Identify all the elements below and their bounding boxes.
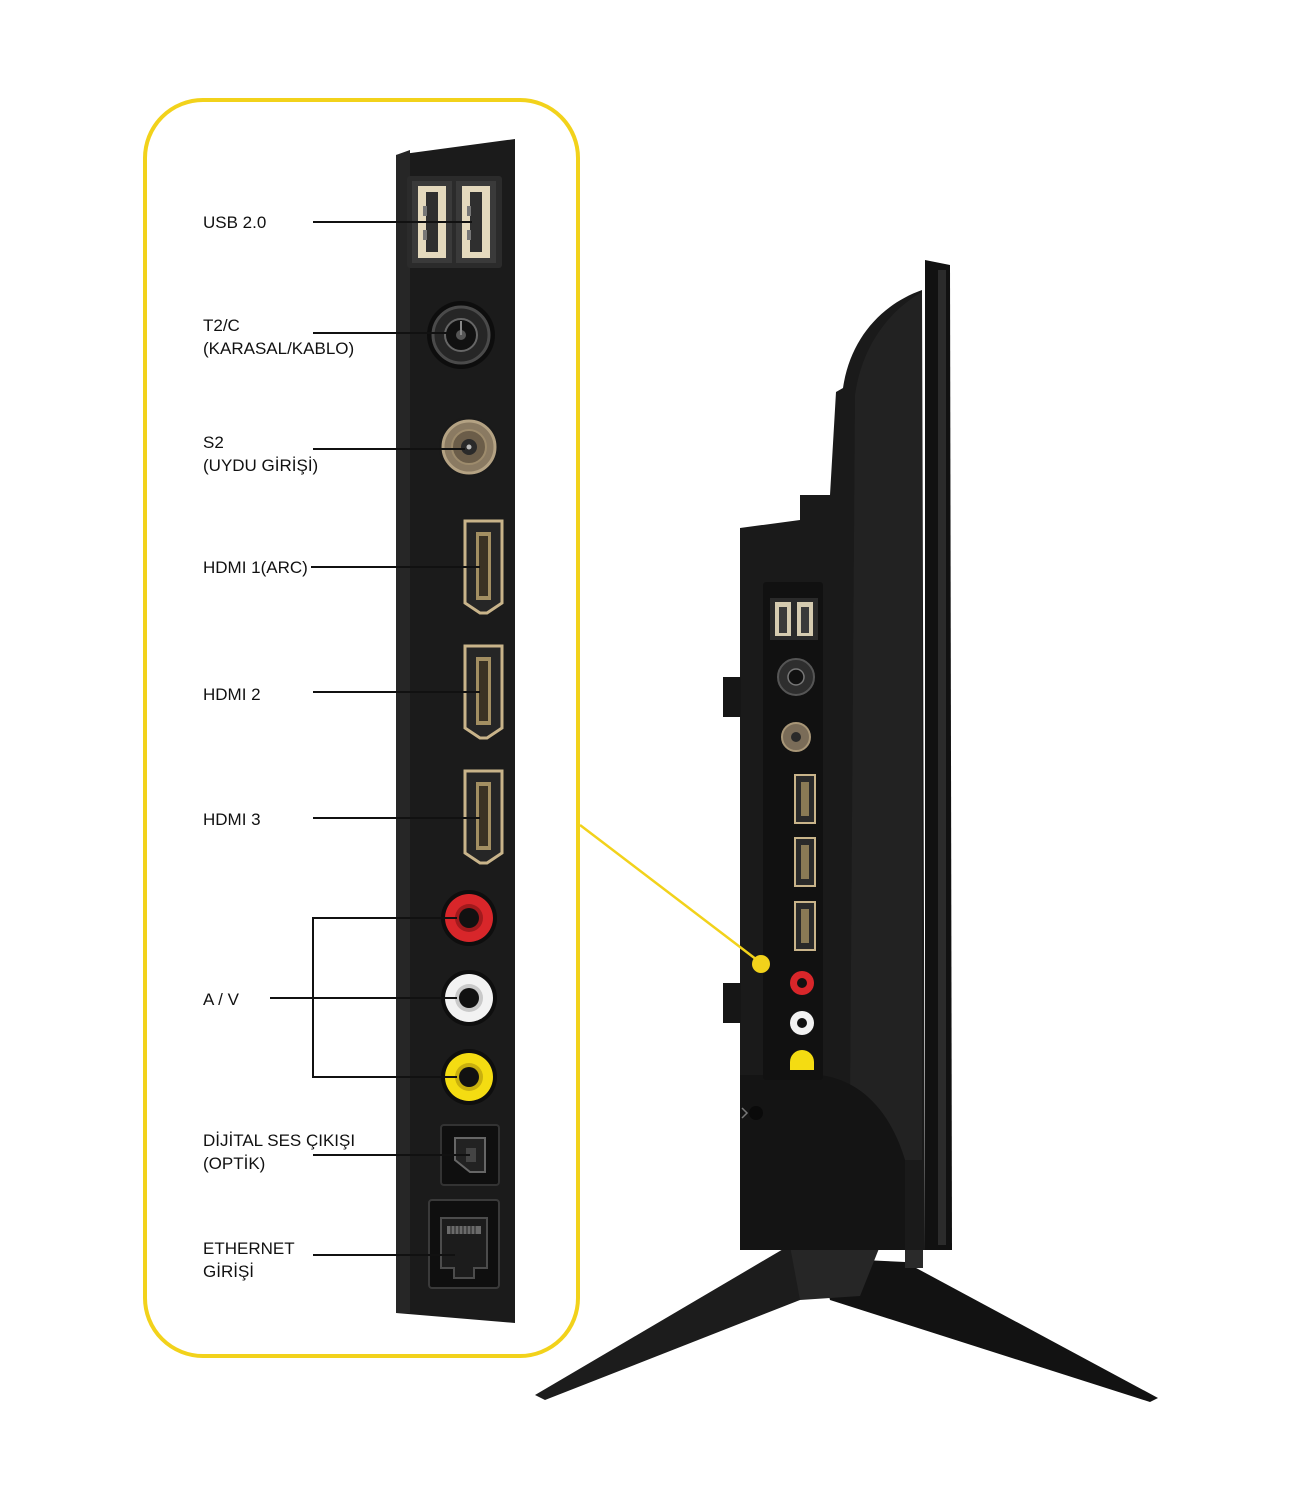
rca-jack-icon xyxy=(441,970,497,1026)
label-t2c: T2/C (KARASAL/KABLO) xyxy=(203,316,355,358)
label-hdmi2: HDMI 2 xyxy=(203,685,261,704)
small-usb-icon xyxy=(770,598,818,640)
rca-jack-icon xyxy=(441,1049,497,1105)
rj45-ethernet-port-icon xyxy=(428,1199,500,1289)
satellite-f-connector-icon xyxy=(439,417,499,477)
leader-lines xyxy=(270,221,480,1256)
label-s2: S2 (UYDU GİRİŞİ) xyxy=(203,433,319,475)
callout-frame xyxy=(143,98,580,1358)
label-optical: DİJİTAL SES ÇIKIŞI (OPTİK) xyxy=(203,1131,356,1173)
small-coax-icon xyxy=(777,658,815,696)
label-hdmi1: HDMI 1(ARC) xyxy=(203,558,308,577)
coax-antenna-port-icon xyxy=(427,301,495,369)
tv-back-shell xyxy=(723,290,925,1250)
callout-pointer xyxy=(579,824,770,973)
label-hdmi3: HDMI 3 xyxy=(203,810,261,829)
small-rca-icons xyxy=(790,971,814,1070)
label-ethernet: ETHERNET GİRİŞİ xyxy=(203,1239,295,1281)
hdmi-port-icon xyxy=(463,519,504,615)
hdmi-port-icon xyxy=(463,644,504,740)
label-av: A / V xyxy=(203,990,239,1009)
tv-port-panel xyxy=(763,582,823,1080)
hdmi-port-icon xyxy=(463,769,504,865)
tv-screen-edge xyxy=(925,260,952,1250)
label-usb: USB 2.0 xyxy=(203,213,267,232)
small-hdmi-icons xyxy=(794,774,816,951)
tv-stand xyxy=(535,1240,1158,1402)
rca-jack-icon xyxy=(441,890,497,946)
small-satellite-icon xyxy=(781,722,811,752)
tv-side-view xyxy=(535,260,1158,1402)
